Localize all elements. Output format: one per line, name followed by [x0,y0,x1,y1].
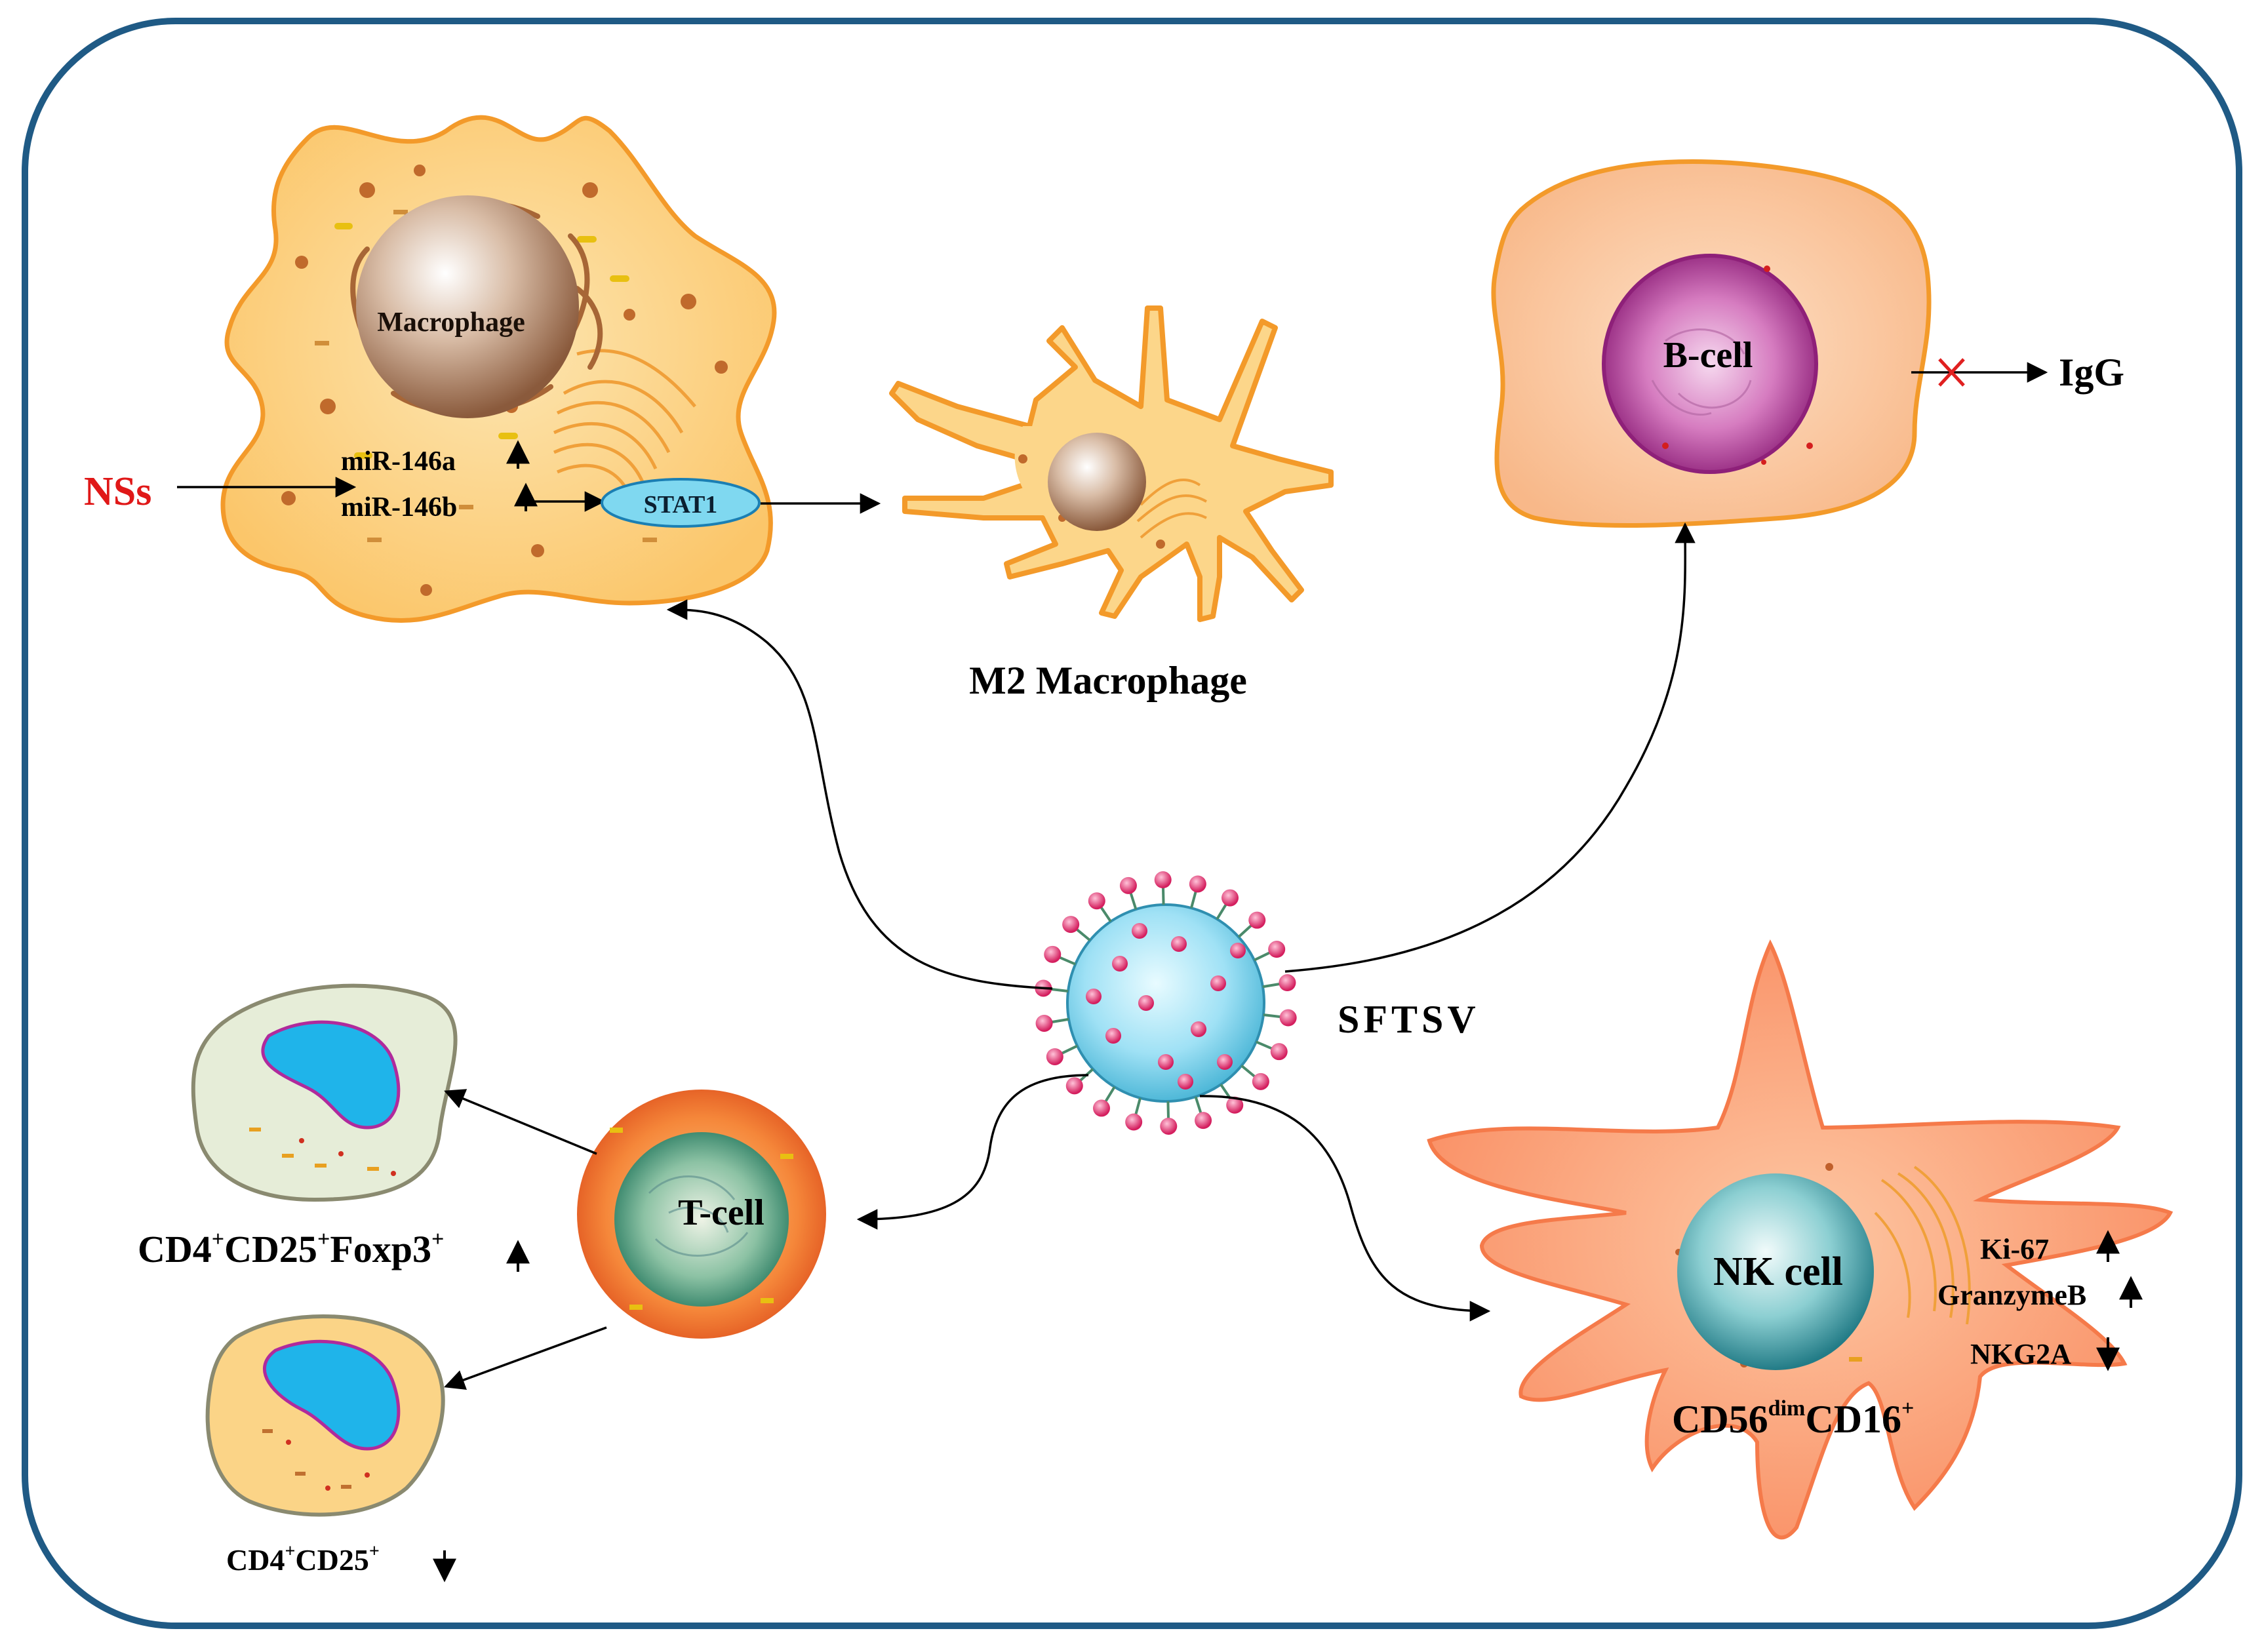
virus-spike [1195,1112,1212,1130]
m2-macrophage-label: M2 Macrophage [969,659,1247,702]
virus-body [1066,903,1265,1103]
virus-surface-knob [1132,923,1147,939]
virus-surface-knob [1086,989,1102,1004]
virus-spike [1279,1009,1297,1027]
virus-spike [1221,889,1239,907]
b-cell [1491,159,1932,528]
virus-spike [1035,1014,1053,1032]
virus-surface-knob [1217,1054,1233,1070]
virus-spike [1062,916,1080,934]
mir146b-label: miR-146b [341,492,457,522]
virus-spike [1044,945,1062,963]
virus-surface-knob [1191,1021,1206,1037]
nkg2a-label: NKG2A [1970,1338,2071,1370]
virus-spike [1252,1072,1269,1090]
virus-spike [1154,871,1172,889]
virus-spike [1248,911,1266,929]
regulation-arrows [433,440,2143,1583]
sftsv-label: SFTSV [1338,998,1480,1041]
t-cell [577,1090,826,1339]
virus-surface-knob [1210,975,1226,991]
mir146a-label: miR-146a [341,446,456,477]
arrow-tcell-to-treg [444,1089,597,1155]
cd4-cd25-cell [205,1314,445,1517]
nss-label: NSs [84,469,151,514]
macrophage-nucleus [356,195,579,418]
virus-spike [1088,892,1105,910]
connector-arrows [177,362,2048,1390]
macrophage-label: Macrophage [377,307,525,338]
virus-spike [1092,1099,1110,1117]
m2-macrophage-cell [889,305,1334,622]
cd4cd25-marker-label: CD4+CD25+ [226,1541,380,1577]
virus-surface-knob [1105,1028,1121,1044]
igg-label: IgG [2059,351,2124,394]
tcell-label: T-cell [678,1192,765,1233]
ki67-label: Ki-67 [1980,1233,2049,1265]
virus-surface-knob [1178,1074,1193,1090]
virus-spike [1226,1096,1244,1114]
stat1-node [601,478,761,528]
virus-surface-knob [1112,956,1128,972]
m2-macrophage-nucleus [1048,433,1146,531]
virus-spike [1160,1117,1178,1135]
nkcell-label: NK cell [1713,1249,1843,1294]
virus-spike [1268,941,1286,958]
arrow-tcell-to-cd4cd25 [444,1326,607,1390]
bcell-label: B-cell [1663,335,1753,376]
granzymeb-label: GranzymeB [1937,1279,2086,1311]
block-x-icon [1938,358,1965,387]
treg-marker-label: CD4+CD25+Foxp3+ [138,1227,444,1270]
virus-surface-knob [1230,943,1246,958]
arrow-virus-to-bcell [1284,522,1696,973]
arrow-virus-to-nkcell [1199,1095,1491,1322]
virus-spike [1065,1077,1083,1095]
sftsv-virus [1035,871,1297,1135]
cd56-cd16-label: CD56dimCD16+ [1672,1396,1914,1441]
virus-spike [1119,876,1137,894]
virus-spike [1279,974,1296,992]
nk-cell [1427,939,2174,1540]
virus-surface-knob [1138,995,1154,1011]
arrow-virus-to-tcell [856,1074,1089,1230]
virus-spike [1270,1043,1288,1061]
treg-cell [191,983,458,1202]
stat1-label: STAT1 [644,491,718,519]
arrow-virus-to-macrophage [666,599,1053,990]
virus-spike [1046,1048,1063,1065]
virus-surface-knob [1171,936,1187,952]
virus-surface-knob [1158,1054,1174,1070]
virus-spike [1189,875,1206,893]
virus-spike [1125,1113,1143,1131]
